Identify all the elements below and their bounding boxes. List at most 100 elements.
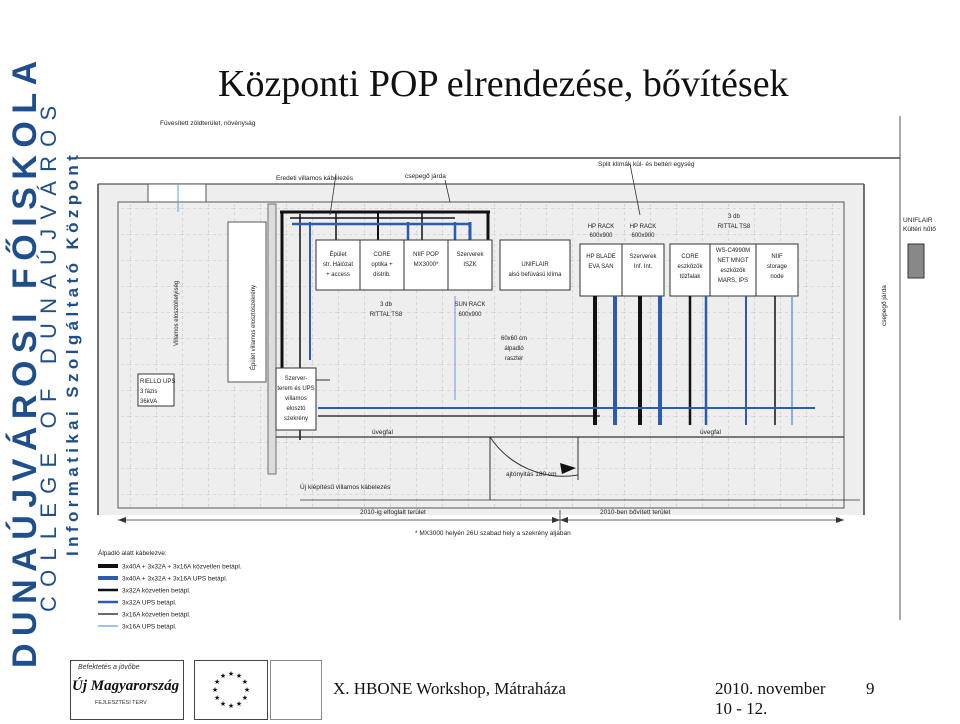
svg-text:Inf. Int.: Inf. Int. — [634, 264, 653, 270]
svg-text:HP BLADE: HP BLADE — [586, 254, 616, 260]
svg-text:alsó befúvású klíma: alsó befúvású klíma — [508, 272, 562, 278]
svg-text:szekrény: szekrény — [284, 416, 308, 422]
footer-event: X. HBONE Workshop, Mátraháza — [333, 679, 566, 698]
sidewalk-top-label: csepegő járda — [405, 173, 446, 180]
legend-label-5: 3x16A UPS betápl. — [122, 624, 177, 631]
svg-text:terem és UPS: terem és UPS — [277, 386, 314, 392]
svg-text:Szerverek: Szerverek — [456, 252, 484, 258]
svg-text:ISZK: ISZK — [463, 262, 476, 268]
uniflair-outdoor-label-2: Kültéri hűtő — [903, 226, 936, 233]
footer-date-range: 10 - 12. — [715, 699, 768, 718]
svg-text:elosztó: elosztó — [286, 406, 306, 412]
legend-label-3: 3x32A UPS betápl. — [122, 600, 177, 607]
svg-text:3 db: 3 db — [728, 214, 740, 220]
svg-text:raszter: raszter — [505, 356, 523, 362]
eu-star: ★ — [212, 686, 218, 694]
logo-tagline: Befektetés a jövőbe — [78, 664, 140, 671]
svg-text:36kVA: 36kVA — [140, 399, 157, 405]
new-hungary-logo — [70, 660, 184, 720]
eu-star: ★ — [242, 694, 248, 702]
svg-text:Új kiépítésű villamos kábelezé: Új kiépítésű villamos kábelezés — [300, 482, 391, 491]
svg-text:üvegfal: üvegfal — [700, 429, 722, 436]
svg-text:2010-ben bővített terület: 2010-ben bővített terület — [600, 509, 671, 516]
svg-text:villamos: villamos — [285, 396, 307, 402]
hp-blade-rack — [579, 243, 623, 297]
eu-star: ★ — [214, 694, 220, 702]
svg-text:CORE: CORE — [373, 252, 390, 258]
svg-text:600x900: 600x900 — [631, 233, 655, 239]
svg-text:3 db: 3 db — [380, 302, 392, 308]
svg-text:2010-ig elfoglalt terület: 2010-ig elfoglalt terület — [360, 509, 426, 516]
page-number: 9 — [866, 679, 875, 698]
svg-text:tűzfalak: tűzfalak — [680, 274, 702, 280]
slide-title: Központi POP elrendezése, bővítések — [218, 63, 789, 105]
eu-star: ★ — [236, 700, 242, 708]
svg-text:node: node — [770, 274, 784, 280]
svg-text:RITTAL TS8: RITTAL TS8 — [370, 312, 403, 318]
servers-rack — [621, 243, 665, 297]
eu-star: ★ — [228, 670, 234, 678]
green-area-label: Füvesített zöldterület, növényság — [160, 120, 256, 127]
split-units-label: Split klímák kül- és beltéri egység — [598, 161, 695, 168]
svg-text:eszközök: eszközök — [677, 264, 703, 270]
eu-star: ★ — [236, 672, 242, 680]
svg-text:HP RACK: HP RACK — [588, 224, 615, 230]
svg-text:MX3000*: MX3000* — [414, 262, 439, 268]
svg-text:NIIF: NIIF — [771, 254, 783, 260]
svg-text:optika +: optika + — [371, 262, 393, 268]
eu-star: ★ — [242, 678, 248, 686]
old-ups-cabling-lines — [292, 222, 472, 360]
new-cabling-lines — [454, 296, 793, 425]
cabling-legend: 3x40A + 3x32A + 3x16A közvetlen betápl. 3… — [98, 564, 242, 631]
rack-group-1 — [315, 239, 493, 291]
svg-text:RIELLO UPS: RIELLO UPS — [140, 379, 175, 385]
svg-text:ajtónyitás 180 cm: ajtónyitás 180 cm — [506, 471, 557, 478]
logo-sub-text: FEJLESZTÉSI TERV — [95, 700, 147, 706]
svg-text:EVA SAN: EVA SAN — [588, 264, 613, 270]
footer-date: 2010. november — [715, 679, 826, 698]
svg-text:Épület villamos elosztószekrén: Épület villamos elosztószekrény — [250, 285, 257, 370]
svg-text:NET MNGT: NET MNGT — [717, 258, 749, 264]
svg-text:eszközök: eszközök — [720, 268, 746, 274]
electrical-room — [227, 221, 267, 383]
svg-text:distrib.: distrib. — [373, 272, 391, 278]
svg-text:600x900: 600x900 — [589, 233, 613, 239]
net-mngt-rack — [709, 243, 757, 297]
svg-text:NIIF POP: NIIF POP — [413, 252, 439, 258]
eu-star: ★ — [244, 686, 250, 694]
svg-text:Szerver-: Szerver- — [285, 376, 308, 382]
svg-text:60x60 cm: 60x60 cm — [501, 336, 527, 342]
uniflair-outdoor-label-1: UNIFLAIR — [903, 217, 933, 224]
eu-star: ★ — [228, 702, 234, 710]
window — [147, 183, 207, 203]
svg-text:600x900: 600x900 — [458, 312, 482, 318]
sidewalk-right-label: csepegő járda — [881, 285, 888, 326]
legend-label-0: 3x40A + 3x32A + 3x16A közvetlen betápl. — [122, 564, 242, 571]
svg-text:Szerverek: Szerverek — [629, 254, 657, 260]
eu-flag-logo: ★★★★★★★★★★★★ — [194, 660, 268, 720]
eu-stars-icon: ★★★★★★★★★★★★ — [205, 667, 257, 711]
svg-text:MARS, IPS: MARS, IPS — [718, 278, 748, 284]
svg-text:UNIFLAIR: UNIFLAIR — [521, 262, 549, 268]
svg-text:CORE: CORE — [681, 254, 698, 260]
legend-label-1: 3x40A + 3x32A + 3x16A UPS betápl. — [122, 576, 228, 583]
core-rack — [669, 243, 711, 297]
uniflair-indoor-unit — [499, 239, 571, 291]
svg-text:üvegfal: üvegfal — [372, 429, 394, 436]
old-cabling-label: Eredeti villamos kábelezés — [276, 175, 354, 182]
riello-ups — [137, 373, 175, 407]
niif-storage-rack — [755, 243, 799, 297]
eu-star: ★ — [220, 700, 226, 708]
server-room-cabinet — [275, 367, 317, 431]
eu-fund-logo — [270, 660, 322, 720]
svg-text:WS-C4990M: WS-C4990M — [716, 248, 750, 254]
legend-label-2: 3x32A közvetlen betápl. — [122, 588, 191, 595]
svg-text:Villamos elosztóhelyiség: Villamos elosztóhelyiség — [174, 281, 180, 346]
svg-text:SUN RACK: SUN RACK — [454, 302, 485, 308]
svg-text:* MX3000 helyén 26U szabad hel: * MX3000 helyén 26U szabad hely a szekré… — [415, 530, 571, 537]
eu-star: ★ — [220, 672, 226, 680]
svg-text:str. Hálózat: str. Hálózat — [323, 262, 353, 268]
svg-text:RITTAL TS8: RITTAL TS8 — [718, 224, 751, 230]
svg-text:+ access: + access — [326, 272, 350, 278]
